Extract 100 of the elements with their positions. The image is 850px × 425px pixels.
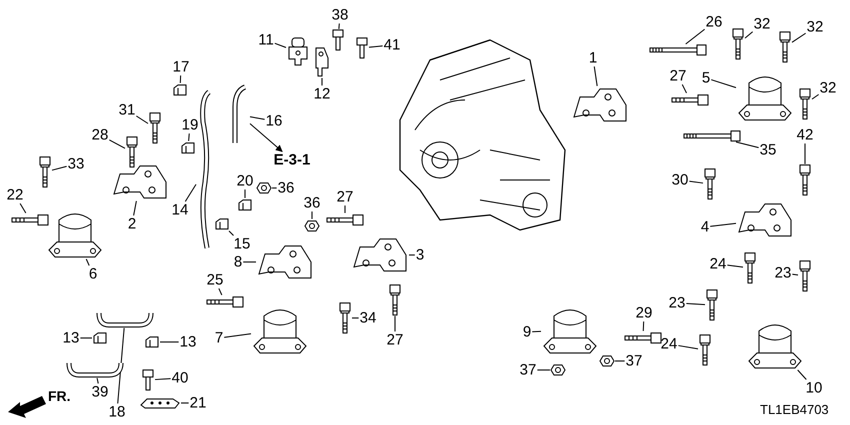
- leader-line: [96, 378, 99, 384]
- leader-line: [710, 79, 736, 88]
- clip-drawing: [145, 336, 159, 348]
- leader-line: [52, 166, 68, 171]
- bracket-drawing: [257, 244, 313, 280]
- nut-drawing: [551, 364, 565, 376]
- callout-number: 34: [360, 310, 376, 326]
- callout-number: 7: [214, 330, 224, 346]
- bolt-drawing: [332, 30, 344, 50]
- leader-line: [797, 370, 807, 380]
- callout-number: 32: [806, 20, 824, 34]
- callout-number: 26: [706, 14, 722, 30]
- callout-number: 15: [234, 236, 250, 252]
- leader-line: [792, 32, 806, 43]
- callout-number: 9: [522, 324, 532, 340]
- leader-line: [682, 84, 687, 94]
- callout-number: 10: [806, 380, 822, 396]
- callout-number: 23: [774, 266, 792, 280]
- leader-line: [344, 205, 346, 214]
- leader-line: [274, 42, 286, 48]
- bolt-drawing: [704, 169, 716, 199]
- reference-label: E-3-1: [274, 152, 310, 168]
- callout-number: 24: [660, 336, 678, 352]
- callout-number: 6: [88, 266, 98, 282]
- callout-number: 41: [384, 38, 400, 52]
- callout-number: 13: [180, 334, 196, 350]
- callout-number: 16: [266, 114, 282, 128]
- leader-line: [338, 23, 340, 30]
- leader-line: [136, 116, 148, 124]
- leader-line: [20, 203, 26, 214]
- clip-drawing: [215, 218, 229, 230]
- callout-number: 29: [636, 306, 652, 320]
- plate-drawing: [140, 397, 180, 409]
- callout-number: 37: [626, 354, 642, 368]
- callout-number: 28: [92, 128, 108, 142]
- hose-drawing: [231, 85, 249, 145]
- callout-number: 38: [332, 8, 348, 22]
- leader-line: [218, 288, 222, 296]
- bolt-drawing: [799, 261, 811, 291]
- bolt-drawing: [799, 89, 811, 119]
- bracket-drawing: [313, 47, 331, 77]
- leader-line: [688, 180, 704, 184]
- leader-line: [532, 330, 542, 332]
- bracket-drawing: [352, 237, 408, 273]
- callout-number: 30: [672, 172, 688, 188]
- callout-number: 5: [702, 70, 710, 86]
- leader-line: [744, 31, 754, 39]
- bracket-drawing: [112, 164, 168, 200]
- callout-number: 14: [172, 202, 188, 218]
- clip-drawing: [238, 199, 252, 211]
- callout-number: 12: [314, 86, 330, 102]
- leader-line: [250, 116, 266, 120]
- callout-number: 25: [206, 272, 224, 288]
- callout-number: 21: [190, 396, 206, 410]
- callout-number: 40: [172, 370, 188, 386]
- diagram-code: TL1EB4703: [760, 402, 829, 417]
- long-bolt-drawing: [684, 131, 740, 141]
- leader-line: [184, 184, 196, 202]
- callout-number: 32: [820, 80, 836, 96]
- sensor-drawing: [287, 38, 309, 66]
- leader-line: [154, 378, 172, 380]
- callout-number: 22: [6, 188, 24, 202]
- callout-number: 24: [710, 256, 726, 272]
- leader-line: [180, 75, 182, 84]
- clip-drawing: [93, 332, 107, 344]
- bolt-drawing: [732, 29, 744, 59]
- leader-line: [228, 230, 234, 236]
- bolt-drawing: [744, 253, 756, 283]
- leader-line: [642, 321, 644, 332]
- callout-number: 27: [670, 68, 686, 84]
- callout-number: 36: [278, 180, 294, 196]
- nut-drawing: [600, 355, 614, 367]
- callout-number: 1: [588, 50, 598, 66]
- clip-drawing: [181, 142, 195, 154]
- hose-drawing: [197, 90, 213, 250]
- callout-number: 42: [796, 128, 814, 142]
- leader-line: [726, 264, 744, 268]
- leader-line: [117, 328, 125, 404]
- leader-line: [792, 274, 798, 276]
- bracket-drawing: [737, 202, 793, 238]
- leader-line: [678, 345, 698, 350]
- callout-number: 39: [92, 384, 108, 400]
- leader-line: [736, 142, 760, 148]
- leader-line: [686, 303, 706, 306]
- leader-line: [180, 402, 190, 404]
- leader-line: [594, 66, 598, 86]
- callout-number: 33: [68, 156, 84, 172]
- bracket-drawing: [572, 87, 628, 123]
- callout-number: 20: [236, 174, 254, 188]
- bolt-drawing: [706, 290, 718, 320]
- callout-number: 17: [172, 60, 190, 74]
- leader-line: [244, 189, 246, 198]
- bolt-drawing: [389, 285, 401, 315]
- leader-line: [408, 254, 416, 256]
- leader-line: [133, 200, 137, 216]
- leader-line: [812, 94, 820, 100]
- bolt-drawing: [799, 165, 811, 195]
- bolt-drawing: [672, 94, 708, 106]
- callout-number: 35: [760, 142, 776, 158]
- arrow: [250, 123, 283, 152]
